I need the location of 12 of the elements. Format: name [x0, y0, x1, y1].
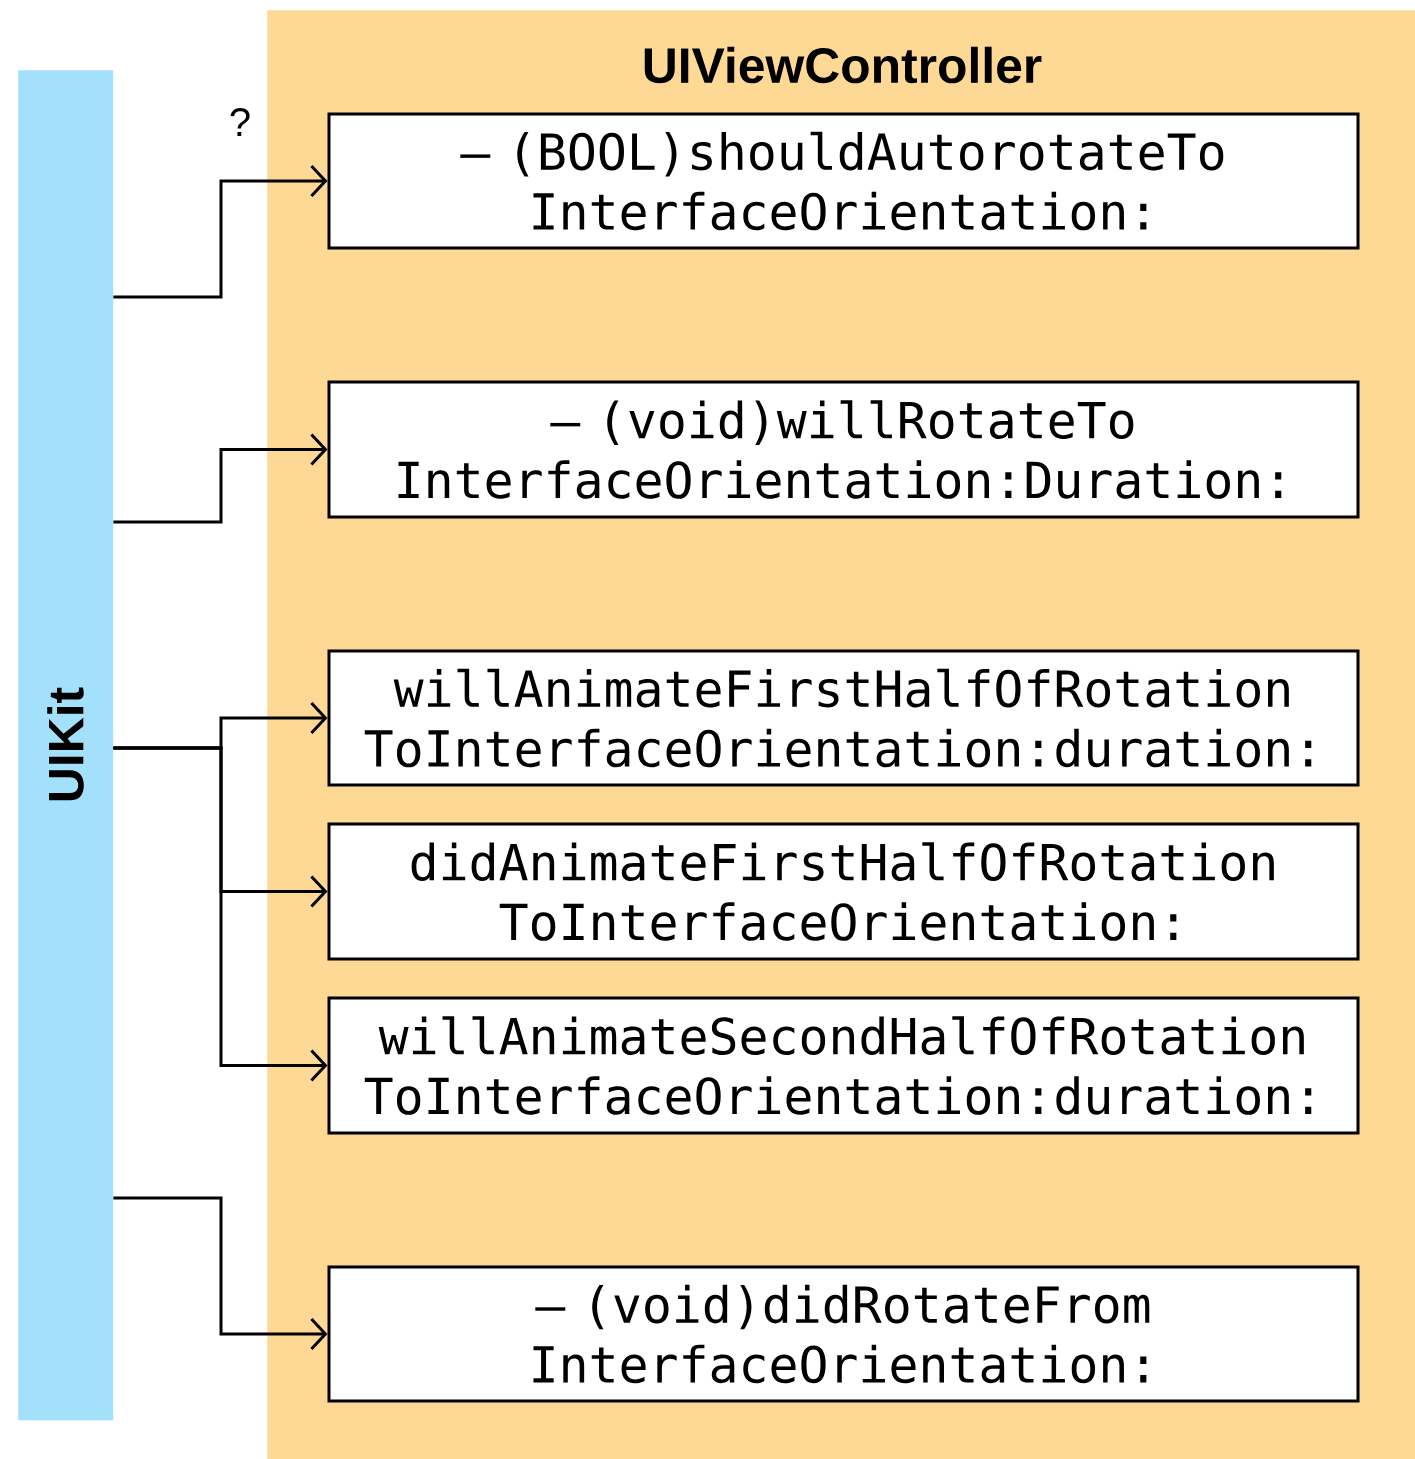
method-box: – (void)willRotateTo InterfaceOrientation:Duration:	[327, 380, 1360, 519]
arrow	[113, 164, 328, 299]
edge-label: ?	[230, 108, 250, 136]
method-box: – (void)didRotateFrom InterfaceOrientation:	[327, 1265, 1360, 1403]
side-bar: UIKit	[18, 70, 114, 1421]
arrow	[113, 746, 328, 1082]
method-box: – (BOOL)shouldAutorotateTo InterfaceOrientation:	[327, 112, 1360, 250]
arrow	[113, 433, 328, 524]
method-box: willAnimateSecondHalfOfRotation ToInterfaceOrientation:duration:	[327, 996, 1360, 1135]
arrow	[113, 1196, 328, 1351]
method-box: didAnimateFirstHalfOfRotation ToInterfaceOrientation:	[327, 822, 1360, 961]
method-box: willAnimateFirstHalfOfRotation ToInterfaceOrientation:duration:	[327, 649, 1360, 787]
